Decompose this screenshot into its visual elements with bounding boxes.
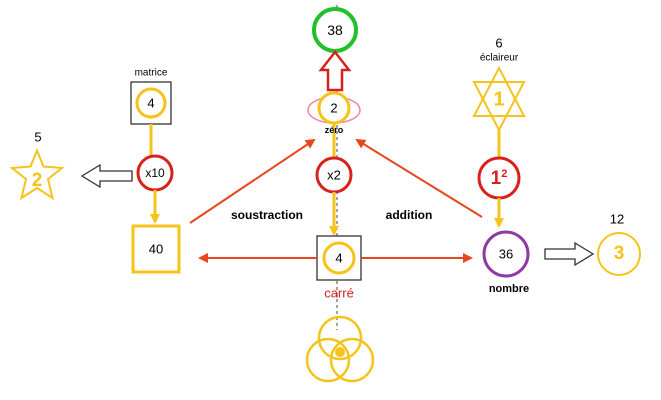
star-left-value: 2	[31, 170, 43, 191]
center-label: carré	[324, 285, 354, 301]
one-squared-label: 12	[491, 168, 508, 190]
arrow-left-box-to-zero	[189, 138, 316, 224]
center-dot-icon	[335, 347, 345, 357]
right-circle-number: 12	[609, 211, 625, 227]
left-hollow-arrow	[80, 163, 133, 189]
right-hollow-arrow	[544, 241, 595, 267]
right-circle-value: 3	[613, 243, 625, 264]
scout-number: 6	[495, 35, 503, 51]
x2-value: x2	[327, 167, 341, 183]
star-left-number: 5	[34, 129, 42, 145]
number-value: 36	[498, 246, 514, 262]
arrow-number-to-zero	[355, 138, 483, 218]
matrix-label: matrice	[134, 67, 168, 79]
x10-value: x10	[145, 166, 165, 180]
center-circle	[322, 241, 356, 275]
up-hollow-arrow	[318, 49, 352, 92]
one-squared-base: 1	[490, 168, 502, 190]
scout-value: 1	[493, 88, 505, 111]
matrix-value: 4	[147, 95, 155, 111]
matrix-circle	[135, 87, 167, 119]
subtraction-label: soustraction	[230, 208, 304, 222]
star-left-shape	[9, 147, 65, 201]
center-value: 4	[335, 250, 343, 266]
left-box	[131, 224, 181, 274]
right-circle	[597, 232, 641, 276]
number-label: nombre	[488, 283, 530, 295]
zero-label: zéro	[324, 125, 344, 135]
left-box-value: 40	[148, 241, 164, 257]
zero-value: 2	[330, 100, 338, 116]
scout-star-down	[472, 81, 526, 133]
number-circle	[482, 230, 530, 278]
top-value: 38	[327, 22, 343, 38]
addition-label: addition	[385, 208, 433, 222]
interlocking-circles-icon	[305, 315, 375, 383]
scout-label: éclaireur	[479, 52, 519, 64]
one-squared-exponent: 2	[501, 167, 508, 180]
